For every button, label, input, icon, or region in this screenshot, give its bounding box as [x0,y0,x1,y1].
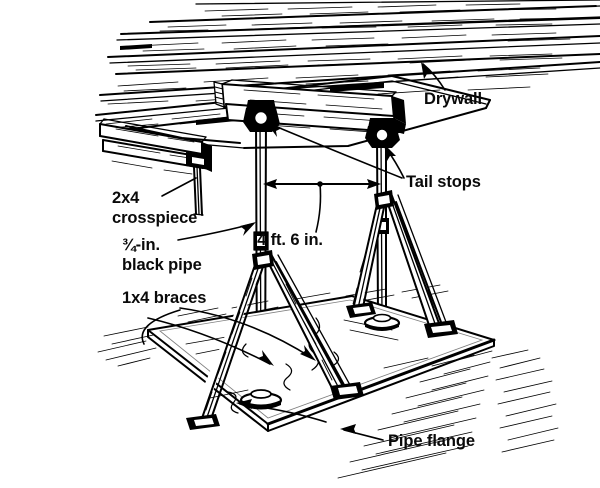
label-crosspiece-line1: 2x4 [112,189,140,207]
pipe-right [375,132,389,319]
floor-hatch-right [337,344,559,479]
joist-grain-band-2 [127,32,571,71]
leader-drywall [421,62,446,91]
ceiling-joists [95,0,600,133]
pipe-flange-right [363,313,401,331]
label-braces: 1x4 braces [122,289,206,307]
crosspiece-end-hatch [214,86,224,105]
joist-shadows [120,44,384,125]
label-group: Drywall Tail stops 2x4 crosspiece ¾-in. … [112,90,482,450]
leader-pipe-flange [340,424,384,441]
dimension-label: 4 ft. 6 in. [257,231,323,249]
brace-right-grain [352,215,435,309]
label-drywall: Drywall [424,90,482,108]
leader-braces [141,307,316,366]
label-crosspiece-line2: crosspiece [112,209,197,227]
tail-stop-right [365,118,400,148]
dimension-post-spacing: 4 ft. 6 in. [257,179,381,249]
label-black-pipe-line2: black pipe [122,256,202,274]
label-black-pipe-line1: ¾-in. [122,236,160,254]
brace-left-grain [205,277,333,411]
leader-brace-lower [236,399,327,423]
leader-crosspiece [161,177,197,197]
leader-tail-stops [266,122,405,179]
brace-set-right [346,190,458,338]
label-pipe-flange: Pipe flange [388,432,475,450]
crosspiece-left-grain [111,128,197,175]
floor-surround [97,284,559,479]
leader-black-pipe [177,222,256,241]
joist-grain-band-1 [159,3,581,32]
label-tail-stops: Tail stops [406,173,481,191]
brace-set-left [186,250,364,430]
crosspiece-left [99,118,212,216]
